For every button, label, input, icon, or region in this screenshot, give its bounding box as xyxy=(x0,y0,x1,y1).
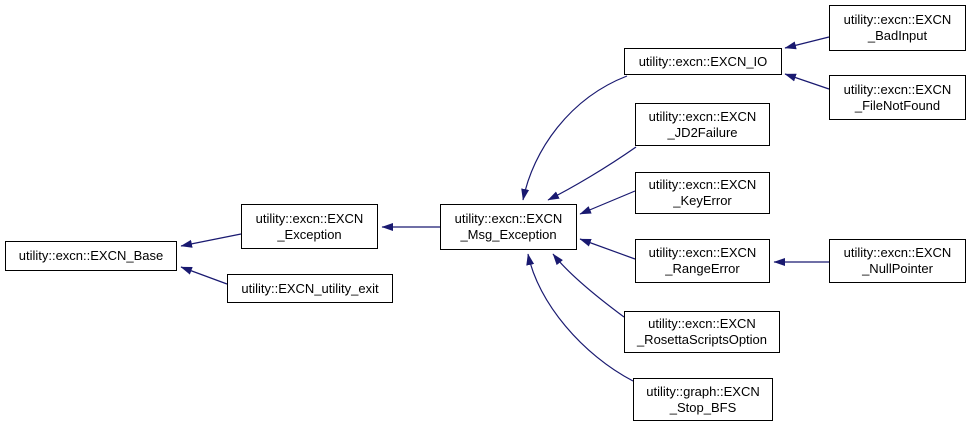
node-excn-bad-input[interactable]: utility::excn::EXCN _BadInput xyxy=(829,5,966,51)
node-label: utility::excn::EXCN_Base xyxy=(18,248,164,263)
edge-exception-to-base xyxy=(180,233,242,248)
node-label: _KeyError xyxy=(673,193,732,208)
node-label: utility::excn::EXCN xyxy=(648,108,757,124)
edge-key-error-to-msg-exception xyxy=(579,190,636,215)
node-label: _NullPointer xyxy=(862,261,933,276)
node-excn-null-pointer[interactable]: utility::excn::EXCN _NullPointer xyxy=(829,239,966,283)
edge-rosetta-scripts-option-to-msg-exception xyxy=(552,253,625,318)
node-label: _RangeError xyxy=(665,261,740,276)
node-label: _FileNotFound xyxy=(854,97,941,113)
node-excn-key-error[interactable]: utility::excn::EXCN _KeyError xyxy=(635,172,770,214)
node-excn-msg-exception[interactable]: utility::excn::EXCN _Msg_Exception xyxy=(440,204,577,250)
node-excn-rosetta-scripts-option[interactable]: utility::excn::EXCN _RosettaScriptsOptio… xyxy=(624,311,780,353)
edge-bad-input-to-io xyxy=(784,36,830,50)
node-label: utility::excn::EXCN xyxy=(255,210,364,226)
node-label: utility::excn::EXCN xyxy=(843,245,952,260)
node-label: utility::EXCN_utility_exit xyxy=(241,280,379,296)
node-label: _RosettaScriptsOption xyxy=(636,332,768,347)
node-excn-file-not-found[interactable]: utility::excn::EXCN _FileNotFound xyxy=(829,75,966,120)
node-excn-utility-exit[interactable]: utility::EXCN_utility_exit xyxy=(227,274,393,303)
node-label: utility::excn::EXCN_IO xyxy=(638,53,768,69)
node-label: _Stop_BFS xyxy=(669,399,737,415)
node-excn-exception[interactable]: utility::excn::EXCN _Exception xyxy=(241,204,378,249)
edge-stop-bfs-to-msg-exception xyxy=(526,253,634,382)
node-label: utility::excn::EXCN xyxy=(843,12,952,27)
node-label: utility::graph::EXCN xyxy=(646,383,760,399)
node-label: _Exception xyxy=(277,226,342,242)
node-excn-io[interactable]: utility::excn::EXCN_IO xyxy=(624,48,782,75)
node-label: _JD2Failure xyxy=(667,124,738,140)
edge-io-to-msg-exception xyxy=(521,75,628,201)
edge-jd2-failure-to-msg-exception xyxy=(547,146,637,201)
node-graph-stop-bfs[interactable]: utility::graph::EXCN _Stop_BFS xyxy=(633,378,773,421)
node-label: utility::excn::EXCN xyxy=(843,81,952,97)
edge-utility-exit-to-base xyxy=(180,266,228,285)
node-label: _Msg_Exception xyxy=(460,227,557,242)
edge-range-error-to-msg-exception xyxy=(579,238,636,260)
node-label: utility::excn::EXCN xyxy=(454,211,563,226)
node-excn-jd2-failure[interactable]: utility::excn::EXCN _JD2Failure xyxy=(635,103,770,146)
node-label: _BadInput xyxy=(867,28,928,43)
node-label: utility::excn::EXCN xyxy=(648,316,756,331)
node-excn-base[interactable]: utility::excn::EXCN_Base xyxy=(5,241,177,271)
node-excn-range-error[interactable]: utility::excn::EXCN _RangeError xyxy=(635,239,770,283)
node-label: utility::excn::EXCN xyxy=(648,177,757,192)
edge-file-not-found-to-io xyxy=(784,73,830,90)
node-label: utility::excn::EXCN xyxy=(648,245,757,260)
